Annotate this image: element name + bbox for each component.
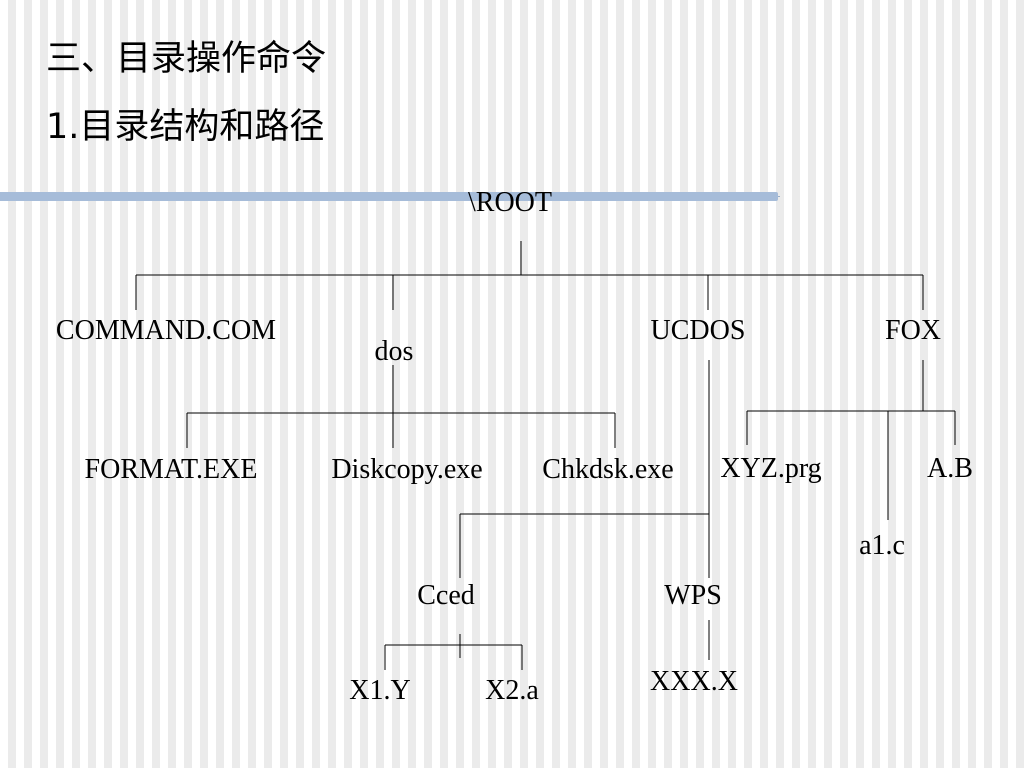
- node-chkdsk-exe: Chkdsk.exe: [542, 454, 674, 485]
- node-command-com: COMMAND.COM: [55, 315, 277, 346]
- node-wps: WPS: [664, 580, 722, 611]
- node-dos: dos: [374, 336, 414, 367]
- node-xyz-prg: XYZ.prg: [720, 453, 822, 484]
- node-x1-y: X1.Y: [349, 675, 411, 706]
- node-xxx-x: XXX.X: [650, 666, 738, 697]
- node-a1-c: a1.c: [859, 530, 905, 561]
- node-fox: FOX: [884, 315, 942, 346]
- node-format-exe: FORMAT.EXE: [84, 454, 258, 485]
- node-x2-a: X2.a: [485, 675, 539, 706]
- node-cced: Cced: [417, 580, 475, 611]
- node-a-b: A.B: [927, 453, 973, 484]
- node-ucdos: UCDOS: [650, 315, 746, 346]
- slide-title: 三、目录操作命令: [46, 39, 327, 79]
- node-root: \ROOT: [468, 187, 552, 218]
- title-divider-bar: [0, 192, 778, 201]
- slide-subtitle: 1.目录结构和路径: [46, 107, 325, 147]
- node-diskcopy-exe: Diskcopy.exe: [331, 454, 483, 485]
